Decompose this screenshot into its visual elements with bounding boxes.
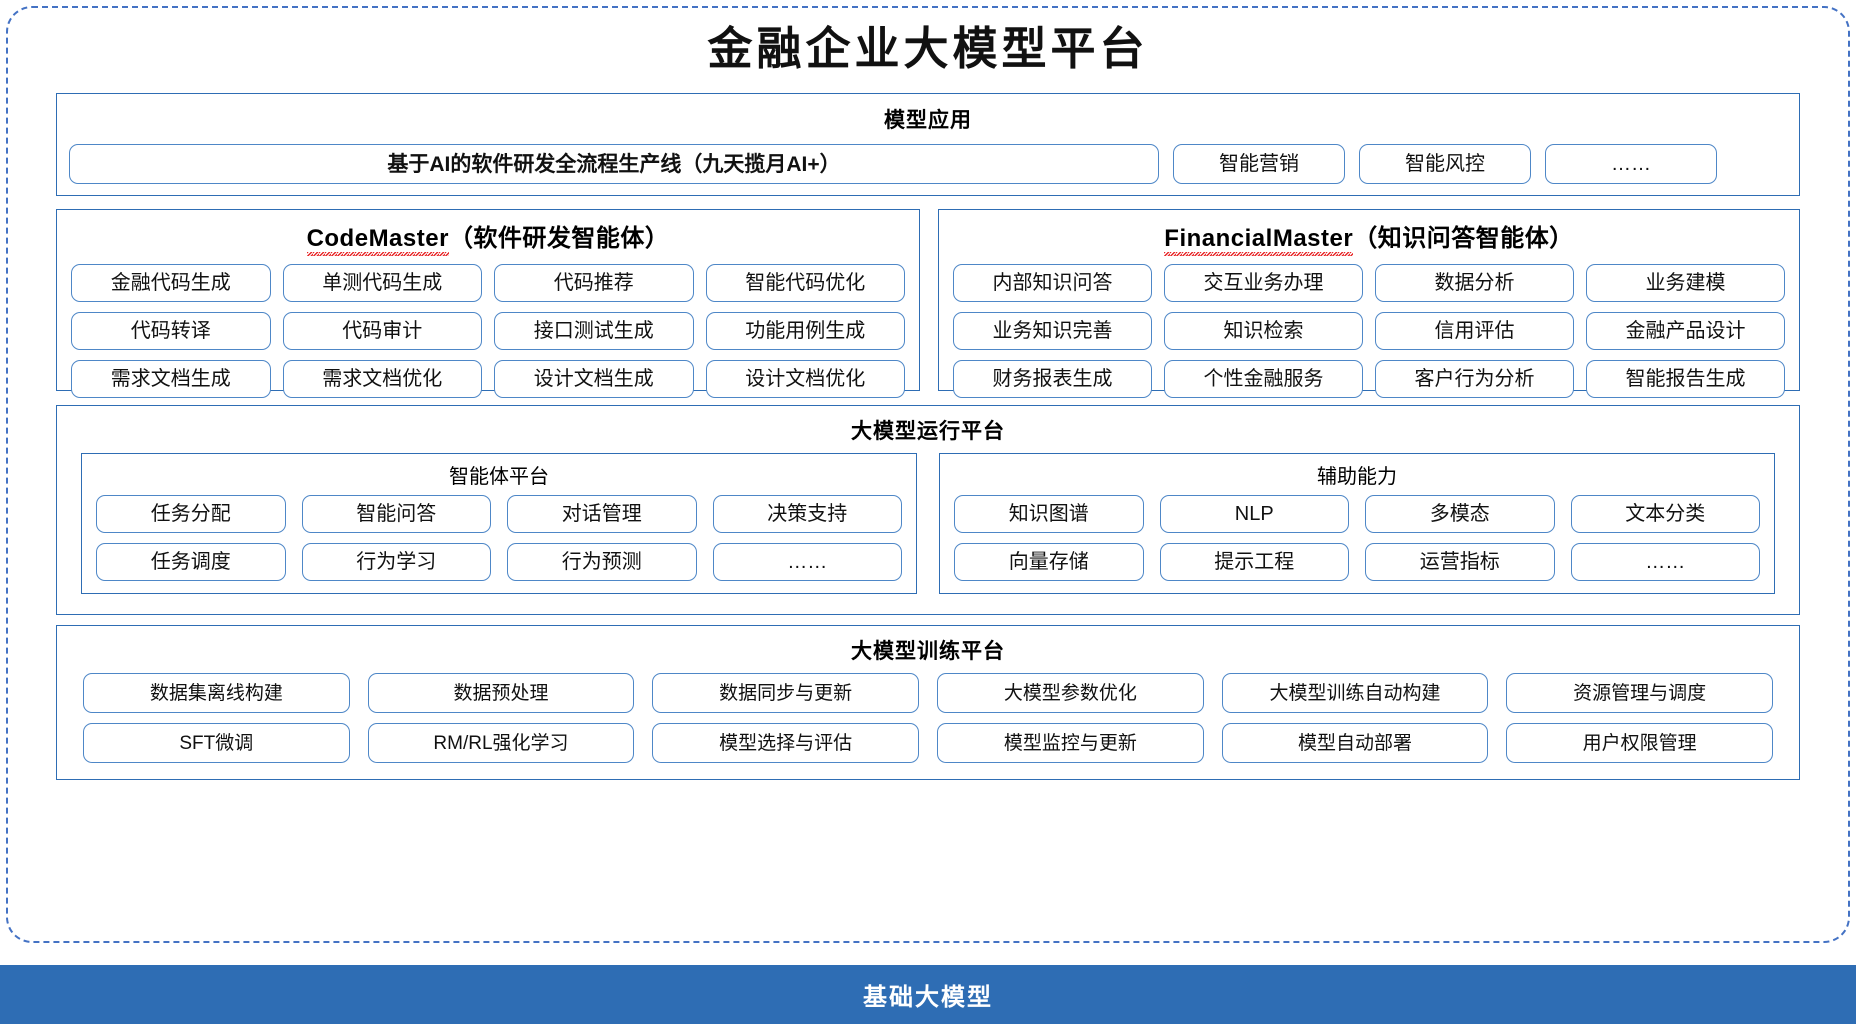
chip-code-8[interactable]: 需求文档生成 — [71, 360, 271, 398]
chip-fin-1[interactable]: 交互业务办理 — [1164, 264, 1363, 302]
chip-agentplat-6[interactable]: 行为预测 — [507, 543, 697, 581]
agent-title-financialmaster: FinancialMaster（知识问答智能体） — [939, 218, 1799, 256]
chip-code-1[interactable]: 单测代码生成 — [282, 264, 482, 302]
chip-agentplat-3[interactable]: 决策支持 — [712, 495, 902, 533]
section-title-model-application: 模型应用 — [884, 109, 972, 132]
runtime-subpanels: 智能体平台 任务分配 智能问答 对话管理 决策支持 任务调度 行为学习 行为预测… — [57, 445, 1799, 594]
chip-train-8[interactable]: 模型选择与评估 — [652, 723, 919, 763]
chip-fin-10[interactable]: 客户行为分析 — [1375, 360, 1574, 398]
app-chip-risk-control[interactable]: 智能风控 — [1359, 144, 1531, 184]
subpanel-title-agent-platform: 智能体平台 — [449, 466, 549, 488]
subpanel-support-capability: 辅助能力 知识图谱 NLP 多模态 文本分类 向量存储 提示工程 运营指标 …… — [939, 453, 1775, 594]
chip-train-7[interactable]: RM/RL强化学习 — [367, 723, 635, 763]
chip-code-5[interactable]: 代码审计 — [282, 312, 482, 350]
page-title: 金融企业大模型平台 — [707, 22, 1149, 75]
chip-train-11[interactable]: 用户权限管理 — [1506, 723, 1773, 763]
section-training-platform: 大模型训练平台 数据集离线构建 数据预处理 数据同步与更新 大模型参数优化 大模… — [56, 625, 1800, 780]
section-title-runtime-platform: 大模型运行平台 — [851, 420, 1005, 443]
chip-train-5[interactable]: 资源管理与调度 — [1506, 673, 1773, 713]
chip-code-9[interactable]: 需求文档优化 — [282, 360, 482, 398]
chip-support-5[interactable]: 提示工程 — [1159, 543, 1349, 581]
chip-agentplat-2[interactable]: 对话管理 — [507, 495, 697, 533]
subgrid-agent-platform: 任务分配 智能问答 对话管理 决策支持 任务调度 行为学习 行为预测 …… — [96, 495, 902, 581]
chip-train-3[interactable]: 大模型参数优化 — [936, 673, 1204, 713]
app-chip-hero[interactable]: 基于AI的软件研发全流程生产线（九天揽月AI+） — [69, 144, 1159, 184]
chip-code-3[interactable]: 智能代码优化 — [705, 264, 905, 302]
chip-agentplat-4[interactable]: 任务调度 — [96, 543, 286, 581]
subpanel-agent-platform: 智能体平台 任务分配 智能问答 对话管理 决策支持 任务调度 行为学习 行为预测… — [81, 453, 917, 594]
chip-fin-11[interactable]: 智能报告生成 — [1586, 360, 1785, 398]
chip-code-0[interactable]: 金融代码生成 — [71, 264, 271, 302]
chip-code-10[interactable]: 设计文档生成 — [494, 360, 694, 398]
section-title-training-platform: 大模型训练平台 — [851, 640, 1005, 663]
chip-support-2[interactable]: 多模态 — [1365, 495, 1555, 533]
chip-agentplat-1[interactable]: 智能问答 — [301, 495, 491, 533]
chip-code-11[interactable]: 设计文档优化 — [705, 360, 905, 398]
subgrid-support-capability: 知识图谱 NLP 多模态 文本分类 向量存储 提示工程 运营指标 …… — [954, 495, 1760, 581]
chip-fin-4[interactable]: 业务知识完善 — [953, 312, 1152, 350]
section-agent-financialmaster: FinancialMaster（知识问答智能体） 内部知识问答 交互业务办理 数… — [938, 209, 1800, 398]
foundation-model-label: 基础大模型 — [863, 984, 993, 1011]
agent-name-codemaster: CodeMaster — [306, 225, 449, 256]
section-runtime-platform: 大模型运行平台 智能体平台 任务分配 智能问答 对话管理 决策支持 任务调度 行… — [56, 405, 1800, 615]
chip-train-6[interactable]: SFT微调 — [83, 723, 350, 763]
chip-code-4[interactable]: 代码转译 — [71, 312, 271, 350]
chip-code-2[interactable]: 代码推荐 — [494, 264, 694, 302]
chip-fin-9[interactable]: 个性金融服务 — [1164, 360, 1363, 398]
chip-train-4[interactable]: 大模型训练自动构建 — [1221, 673, 1489, 713]
chip-support-4[interactable]: 向量存储 — [954, 543, 1144, 581]
chip-support-7[interactable]: …… — [1570, 543, 1760, 581]
app-chip-more[interactable]: …… — [1545, 144, 1717, 184]
chip-train-1[interactable]: 数据预处理 — [367, 673, 635, 713]
chip-train-9[interactable]: 模型监控与更新 — [936, 723, 1204, 763]
foundation-model-banner: 基础大模型 — [0, 965, 1856, 1024]
agent-suffix-financialmaster: （知识问答智能体） — [1353, 225, 1574, 252]
chip-train-0[interactable]: 数据集离线构建 — [83, 673, 350, 713]
chip-code-7[interactable]: 功能用例生成 — [705, 312, 905, 350]
chip-code-6[interactable]: 接口测试生成 — [494, 312, 694, 350]
app-chip-marketing[interactable]: 智能营销 — [1173, 144, 1345, 184]
chip-support-1[interactable]: NLP — [1159, 495, 1349, 533]
agent-grid-financialmaster: 内部知识问答 交互业务办理 数据分析 业务建模 业务知识完善 知识检索 信用评估… — [939, 256, 1799, 398]
chip-fin-6[interactable]: 信用评估 — [1375, 312, 1574, 350]
chip-support-6[interactable]: 运营指标 — [1365, 543, 1555, 581]
agent-title-codemaster: CodeMaster（软件研发智能体） — [57, 218, 919, 256]
chip-fin-5[interactable]: 知识检索 — [1164, 312, 1363, 350]
agent-grid-codemaster: 金融代码生成 单测代码生成 代码推荐 智能代码优化 代码转译 代码审计 接口测试… — [57, 256, 919, 398]
chip-fin-3[interactable]: 业务建模 — [1586, 264, 1785, 302]
chip-fin-7[interactable]: 金融产品设计 — [1586, 312, 1785, 350]
chip-agentplat-0[interactable]: 任务分配 — [96, 495, 286, 533]
section-model-application: 模型应用 基于AI的软件研发全流程生产线（九天揽月AI+） 智能营销 智能风控 … — [56, 93, 1800, 196]
chip-support-0[interactable]: 知识图谱 — [954, 495, 1144, 533]
model-application-row: 基于AI的软件研发全流程生产线（九天揽月AI+） 智能营销 智能风控 …… — [57, 144, 1799, 184]
chip-train-2[interactable]: 数据同步与更新 — [652, 673, 919, 713]
chip-fin-0[interactable]: 内部知识问答 — [953, 264, 1152, 302]
chip-train-10[interactable]: 模型自动部署 — [1221, 723, 1489, 763]
chip-agentplat-5[interactable]: 行为学习 — [301, 543, 491, 581]
chip-fin-8[interactable]: 财务报表生成 — [953, 360, 1152, 398]
training-grid: 数据集离线构建 数据预处理 数据同步与更新 大模型参数优化 大模型训练自动构建 … — [57, 665, 1799, 763]
agent-suffix-codemaster: （软件研发智能体） — [448, 225, 670, 252]
section-agent-codemaster: CodeMaster（软件研发智能体） 金融代码生成 单测代码生成 代码推荐 智… — [56, 209, 920, 398]
agent-name-financialmaster: FinancialMaster — [1164, 225, 1354, 256]
chip-agentplat-7[interactable]: …… — [712, 543, 902, 581]
chip-support-3[interactable]: 文本分类 — [1570, 495, 1760, 533]
chip-fin-2[interactable]: 数据分析 — [1375, 264, 1574, 302]
subpanel-title-support-capability: 辅助能力 — [1317, 466, 1397, 488]
